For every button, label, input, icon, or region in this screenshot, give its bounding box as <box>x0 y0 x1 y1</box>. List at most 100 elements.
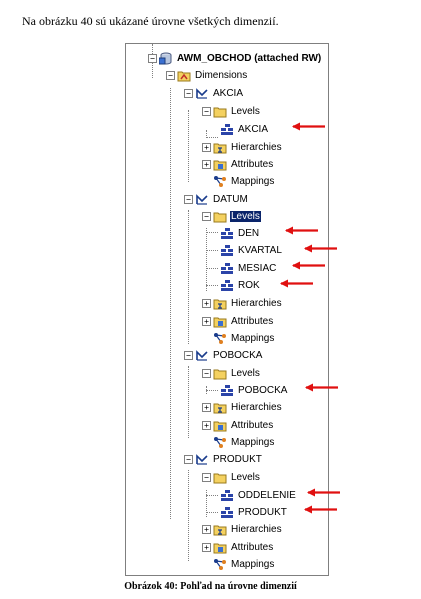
tree-node-label: ODDELENIE <box>238 490 296 501</box>
tree-node-hierarchies[interactable]: + Hierarchies <box>202 400 283 415</box>
tree-node-label: Attributes <box>231 316 274 327</box>
collapse-toggle[interactable]: − <box>184 195 193 204</box>
level-icon <box>220 244 234 257</box>
tree-node-label: DEN <box>238 228 260 239</box>
tree-node-label: Hierarchies <box>231 402 282 413</box>
tree-node-label: Hierarchies <box>231 524 282 535</box>
tree-node-label: Attributes <box>231 159 274 170</box>
hierarchy-icon <box>213 401 227 414</box>
dimension-icon <box>195 349 209 362</box>
tree-node-attributes[interactable]: + Attributes <box>202 314 274 329</box>
level-icon <box>220 227 234 240</box>
tree-node-mappings[interactable]: Mappings <box>213 331 275 346</box>
tree-node-level[interactable]: MESIAC <box>220 261 277 276</box>
tree-node-levels[interactable]: − Levels <box>202 470 261 485</box>
tree-node-dimension-produkt[interactable]: − PRODUKT <box>184 452 263 467</box>
tree-node-level[interactable]: AKCIA <box>220 122 269 137</box>
tree-node-dimension-akcia[interactable]: − AKCIA <box>184 86 244 101</box>
tree-node-label: Attributes <box>231 542 274 553</box>
database-icon <box>159 52 173 65</box>
red-arrow-icon <box>304 505 338 514</box>
level-icon <box>220 279 234 292</box>
mapping-icon <box>213 558 227 571</box>
red-arrow-icon <box>307 488 341 497</box>
expand-toggle[interactable]: + <box>202 525 211 534</box>
expand-toggle[interactable]: + <box>202 403 211 412</box>
tree-node-label: AKCIA <box>238 124 269 135</box>
tree-node-label: PRODUKT <box>213 454 262 465</box>
tree-node-hierarchies[interactable]: + Hierarchies <box>202 296 283 311</box>
tree-node-label: KVARTAL <box>238 245 282 256</box>
red-arrow-icon <box>280 279 314 288</box>
hierarchy-icon <box>213 141 227 154</box>
level-icon <box>220 384 234 397</box>
dimension-icon <box>195 193 209 206</box>
hierarchy-icon <box>213 523 227 536</box>
workspace-tree-panel[interactable]: − AWM_OBCHOD (attached RW) − Dimensions … <box>125 43 329 576</box>
tree-node-database[interactable]: − AWM_OBCHOD (attached RW) <box>148 51 322 66</box>
tree-node-label: Mappings <box>231 176 275 187</box>
tree-node-attributes[interactable]: + Attributes <box>202 418 274 433</box>
red-arrow-icon <box>304 244 338 253</box>
tree-node-level[interactable]: POBOCKA <box>220 383 288 398</box>
tree-node-label: Mappings <box>231 559 275 570</box>
tree-node-dimension-pobocka[interactable]: − POBOCKA <box>184 348 263 363</box>
tree-node-label: Levels <box>230 211 261 222</box>
tree-node-levels[interactable]: − Levels <box>202 104 261 119</box>
figure-caption: Obrázok 40: Pohľad na úrovne dimenzií <box>124 581 297 592</box>
tree-node-mappings[interactable]: Mappings <box>213 557 275 572</box>
tree-node-label: AWM_OBCHOD (attached RW) <box>177 53 322 64</box>
tree-node-attributes[interactable]: + Attributes <box>202 157 274 172</box>
collapse-toggle[interactable]: − <box>184 455 193 464</box>
tree-node-label: Attributes <box>231 420 274 431</box>
tree-node-attributes[interactable]: + Attributes <box>202 540 274 555</box>
folder-icon <box>213 105 227 118</box>
tree-node-level[interactable]: KVARTAL <box>220 243 283 258</box>
collapse-toggle[interactable]: − <box>202 107 211 116</box>
expand-toggle[interactable]: + <box>202 143 211 152</box>
expand-toggle[interactable]: + <box>202 421 211 430</box>
tree-node-mappings[interactable]: Mappings <box>213 435 275 450</box>
attribute-icon <box>213 419 227 432</box>
mapping-icon <box>213 332 227 345</box>
red-arrow-icon <box>292 122 326 131</box>
collapse-toggle[interactable]: − <box>148 54 157 63</box>
tree-node-dimension-datum[interactable]: − DATUM <box>184 192 249 207</box>
tree-node-label: Hierarchies <box>231 142 282 153</box>
expand-toggle[interactable]: + <box>202 317 211 326</box>
tree-node-label: Hierarchies <box>231 298 282 309</box>
expand-toggle[interactable]: + <box>202 299 211 308</box>
tree-node-label: Dimensions <box>195 70 248 81</box>
expand-toggle[interactable]: + <box>202 543 211 552</box>
tree-node-level[interactable]: ODDELENIE <box>220 488 297 503</box>
folder-icon <box>213 471 227 484</box>
tree-node-level[interactable]: PRODUKT <box>220 505 288 520</box>
tree-node-mappings[interactable]: Mappings <box>213 174 275 189</box>
tree-node-label: Levels <box>231 472 260 483</box>
expand-toggle[interactable]: + <box>202 160 211 169</box>
tree-node-hierarchies[interactable]: + Hierarchies <box>202 140 283 155</box>
tree-node-hierarchies[interactable]: + Hierarchies <box>202 522 283 537</box>
intro-text: Na obrázku 40 sú ukázané úrovne všetkých… <box>22 14 279 28</box>
level-icon <box>220 489 234 502</box>
tree-node-label: ROK <box>238 280 260 291</box>
tree-node-dimensions[interactable]: − Dimensions <box>166 68 248 83</box>
collapse-toggle[interactable]: − <box>202 473 211 482</box>
level-icon <box>220 262 234 275</box>
tree-node-label: POBOCKA <box>238 385 288 396</box>
collapse-toggle[interactable]: − <box>202 369 211 378</box>
collapse-toggle[interactable]: − <box>166 71 175 80</box>
level-icon <box>220 123 234 136</box>
tree-node-level[interactable]: DEN <box>220 226 260 241</box>
attribute-icon <box>213 541 227 554</box>
tree-node-level[interactable]: ROK <box>220 278 261 293</box>
tree-node-levels[interactable]: − Levels <box>202 366 261 381</box>
dimensions-folder-icon <box>177 69 191 82</box>
attribute-icon <box>213 315 227 328</box>
attribute-icon <box>213 158 227 171</box>
collapse-toggle[interactable]: − <box>184 89 193 98</box>
tree-node-label: Mappings <box>231 437 275 448</box>
collapse-toggle[interactable]: − <box>202 212 211 221</box>
tree-node-levels-selected[interactable]: − Levels <box>202 209 261 224</box>
collapse-toggle[interactable]: − <box>184 351 193 360</box>
